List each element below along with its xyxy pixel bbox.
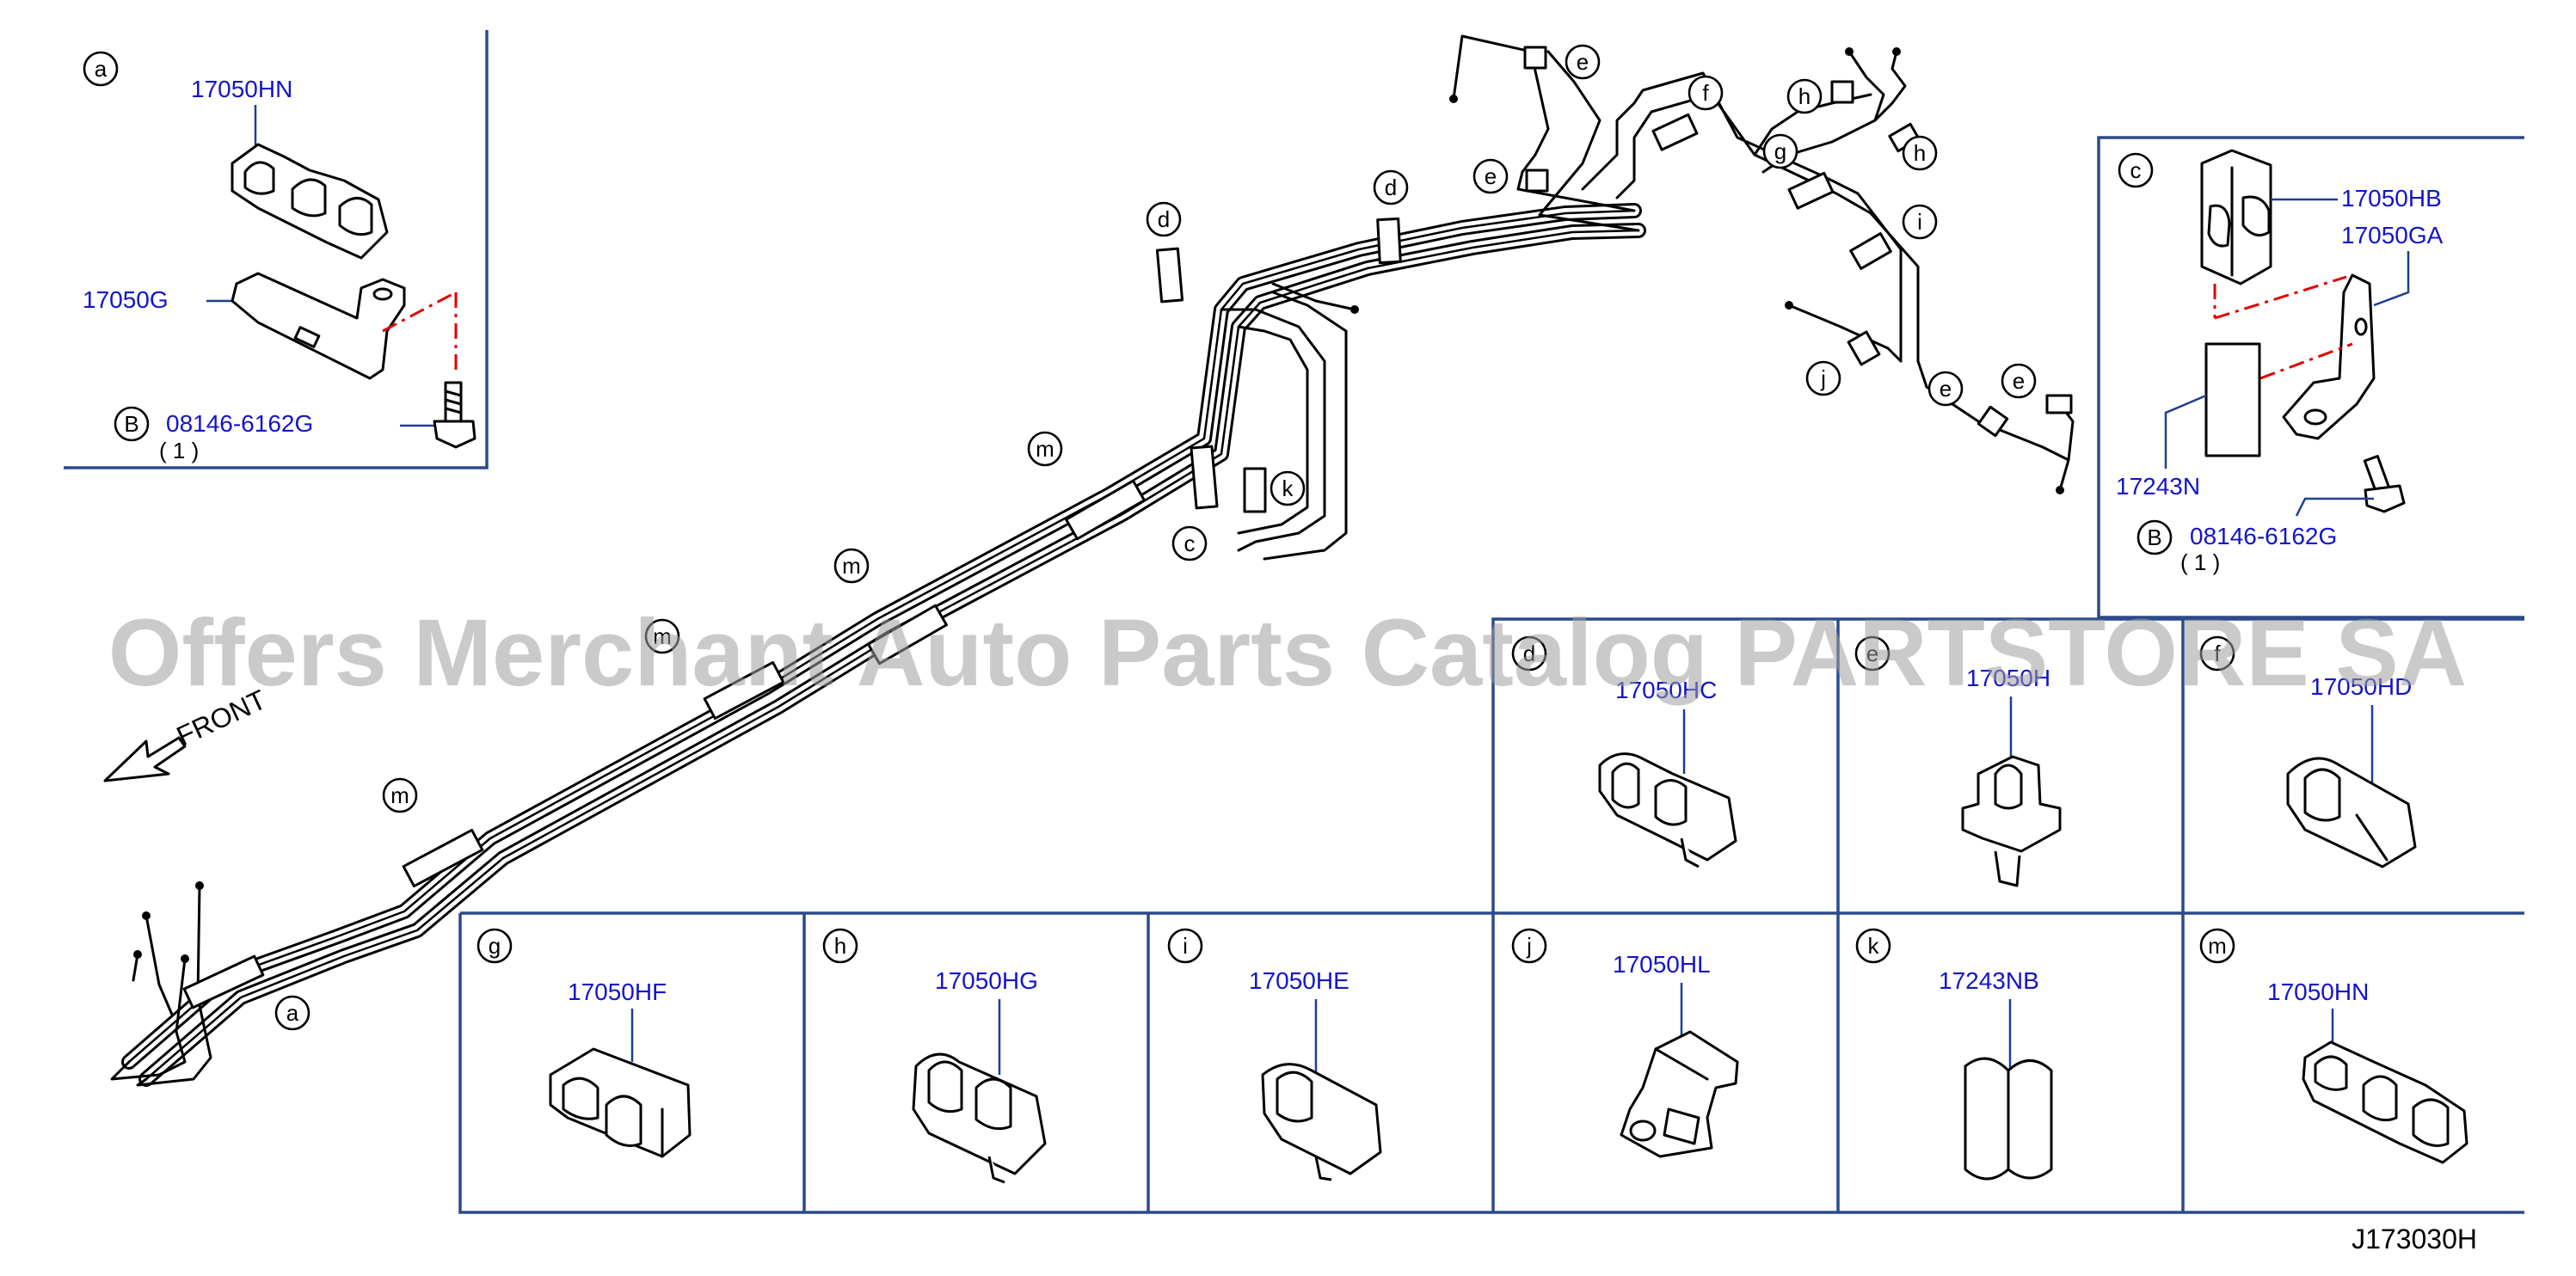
callout-g-main: g <box>1774 138 1786 164</box>
callout-e-detail: e <box>1866 641 1878 666</box>
push-clip-icon <box>1961 755 2062 887</box>
frame-detail-a <box>64 30 489 469</box>
watermark: Offers Merchant Auto Parts Catalog PARTS… <box>108 600 2467 706</box>
callout-m-detail: m <box>2208 933 2227 959</box>
bracket-17050GA-icon <box>2282 273 2376 440</box>
callout-a-detail: a <box>95 56 108 82</box>
callout-m1: m <box>390 782 409 808</box>
part-17050GA: 17050GA <box>2341 222 2444 248</box>
callout-j-detail: j <box>1526 933 1532 959</box>
qty-bolt-a: ( 1 ) <box>159 438 199 463</box>
callout-m4: m <box>1036 436 1054 462</box>
grommet-icon <box>1964 1057 2053 1181</box>
callout-k-detail: k <box>1868 933 1880 959</box>
part-17050HN-m: 17050HN <box>2267 978 2369 1005</box>
frame-row-upper <box>1491 617 2524 913</box>
callout-a-main: a <box>286 1000 299 1026</box>
detail-f: f 17050HD <box>2199 635 2417 868</box>
rear-tube-routing <box>1449 34 2075 494</box>
callout-g-detail: g <box>489 933 501 959</box>
part-17050H: 17050H <box>1966 665 2050 691</box>
single-clip-icon-i <box>1261 1063 1382 1181</box>
detail-g: g 17050HF <box>476 928 692 1158</box>
frame-detail-c <box>2097 136 2524 619</box>
callout-d1: d <box>1158 206 1170 232</box>
detail-frames <box>64 30 2524 1214</box>
part-17050HG: 17050HG <box>935 967 1038 994</box>
part-17050G: 17050G <box>83 286 169 313</box>
double-clip-icon <box>1598 752 1737 868</box>
callout-e3: e <box>1940 376 1952 402</box>
front-tube-ends <box>110 881 212 1087</box>
angled-clip-icon <box>1620 1030 1739 1158</box>
double-clip-icon-h <box>912 1052 1047 1184</box>
triple-clip-icon-m <box>2302 1040 2468 1164</box>
main-callouts: a m m m m c k d d e e f h g h i j e e <box>274 44 2037 1031</box>
callout-f-detail: f <box>2214 641 2221 666</box>
detail-d: d 17050HC <box>1511 635 1737 868</box>
bolt-icon-c <box>2363 455 2406 513</box>
callout-e2: e <box>1485 163 1497 189</box>
callout-m2: m <box>653 623 672 649</box>
part-17050HL: 17050HL <box>1613 951 1711 978</box>
callout-h1: h <box>1798 83 1811 109</box>
detail-k: k 17243NB <box>1855 928 2053 1181</box>
callout-h-detail: h <box>834 933 846 959</box>
part-17243NB: 17243NB <box>1939 967 2039 994</box>
callout-i-main: i <box>1917 209 1922 235</box>
part-08146-6162G-a: 08146-6162G <box>166 410 313 437</box>
callout-d2: d <box>1385 175 1397 200</box>
center-tube-loop <box>1220 282 1359 561</box>
part-17243N: 17243N <box>2116 473 2200 500</box>
callout-h2: h <box>1914 140 1926 166</box>
detail-i: i 17050HE <box>1167 928 1382 1181</box>
clip-17050HB-icon <box>2200 149 2272 285</box>
detail-a: a 17050HN 17050G B 08146-6162G ( 1 ) <box>83 51 476 463</box>
callout-e4: e <box>2013 368 2025 394</box>
detail-h: h 17050HG <box>822 928 1047 1184</box>
part-17050HB: 17050HB <box>2341 185 2442 212</box>
bracket-icon <box>231 272 406 380</box>
part-17050HC: 17050HC <box>1615 677 1717 703</box>
part-17050HN-a: 17050HN <box>191 76 292 102</box>
detail-j: j 17050HL <box>1511 928 1739 1158</box>
bolt-icon-a <box>433 381 476 449</box>
diagram-code: J173030H <box>2352 1224 2477 1255</box>
detail-e: e 17050H <box>1854 635 2062 887</box>
part-17050HD: 17050HD <box>2310 673 2412 700</box>
callout-e1: e <box>1577 49 1589 75</box>
routing-clips <box>182 46 2073 1009</box>
callout-m3: m <box>842 553 861 579</box>
part-08146-6162G-c: 08146-6162G <box>2190 523 2337 549</box>
pad-17243N-icon <box>2204 342 2261 457</box>
callout-k-main: k <box>1282 475 1294 501</box>
qty-bolt-c: ( 1 ) <box>2180 549 2220 575</box>
callout-j-main: j <box>1820 365 1826 391</box>
triple-clip-icon <box>231 143 389 260</box>
callout-i-detail: i <box>1183 933 1188 959</box>
front-arrow-icon <box>103 736 187 782</box>
part-17050HE: 17050HE <box>1249 967 1349 994</box>
double-clip-icon-g <box>549 1047 692 1158</box>
callout-f-main: f <box>1702 80 1709 106</box>
part-17050HF: 17050HF <box>568 978 667 1005</box>
callout-c-detail: c <box>2130 157 2142 183</box>
single-clip-icon-f <box>2286 757 2417 868</box>
callout-c-main: c <box>1184 531 1196 556</box>
callout-b-c: B <box>2147 525 2161 550</box>
detail-m: m 17050HN <box>2199 928 2468 1164</box>
detail-c: c 17050HB 17050GA 17243N B 08146-6162G (… <box>2116 149 2444 575</box>
callout-d-detail: d <box>1523 641 1535 666</box>
callout-b-a: B <box>124 411 138 437</box>
brake-tube-assembly <box>110 34 2075 1087</box>
